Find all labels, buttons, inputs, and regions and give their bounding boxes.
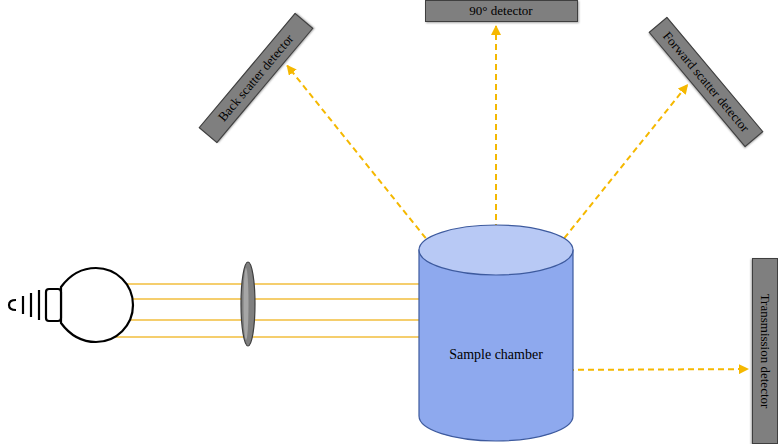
bulb-glass <box>61 268 133 342</box>
back-scatter-detector: Back scatter detector <box>199 13 314 143</box>
lens-body <box>241 262 255 346</box>
cylinder-body <box>419 250 573 441</box>
forward-scatter-detector: Forward scatter detector <box>649 17 764 147</box>
transmission-detector: Transmission detector <box>752 258 778 444</box>
scatter-arrow <box>558 85 687 246</box>
detector-label: Back scatter detector <box>215 32 296 125</box>
chamber-label: Sample chamber <box>418 347 574 362</box>
scatter-arrow <box>548 368 748 371</box>
scatter-arrow <box>287 66 432 246</box>
bulb-contact <box>22 296 24 314</box>
lens-highlight <box>244 268 249 340</box>
bulb-neck <box>46 289 61 321</box>
light-beam <box>118 298 420 300</box>
detector-label: Transmission detector <box>758 294 772 409</box>
lens <box>241 262 255 346</box>
scatter-arrow <box>495 26 497 240</box>
light-bulb <box>9 268 133 342</box>
light-beams <box>112 284 420 337</box>
ninety-degree-detector: 90° detector <box>425 0 578 22</box>
light-beam <box>118 319 420 321</box>
cylinder-top <box>419 225 573 275</box>
light-beam <box>112 336 420 338</box>
bulb-contact <box>38 290 40 320</box>
cylinder-outline <box>418 224 574 442</box>
bulb-contact <box>30 293 32 317</box>
bulb-contact <box>9 300 16 310</box>
light-beam <box>112 283 420 285</box>
detector-label: 90° detector <box>469 4 532 18</box>
detector-label: Forward scatter detector <box>660 29 752 135</box>
sample-chamber: Sample chamber <box>418 224 574 442</box>
